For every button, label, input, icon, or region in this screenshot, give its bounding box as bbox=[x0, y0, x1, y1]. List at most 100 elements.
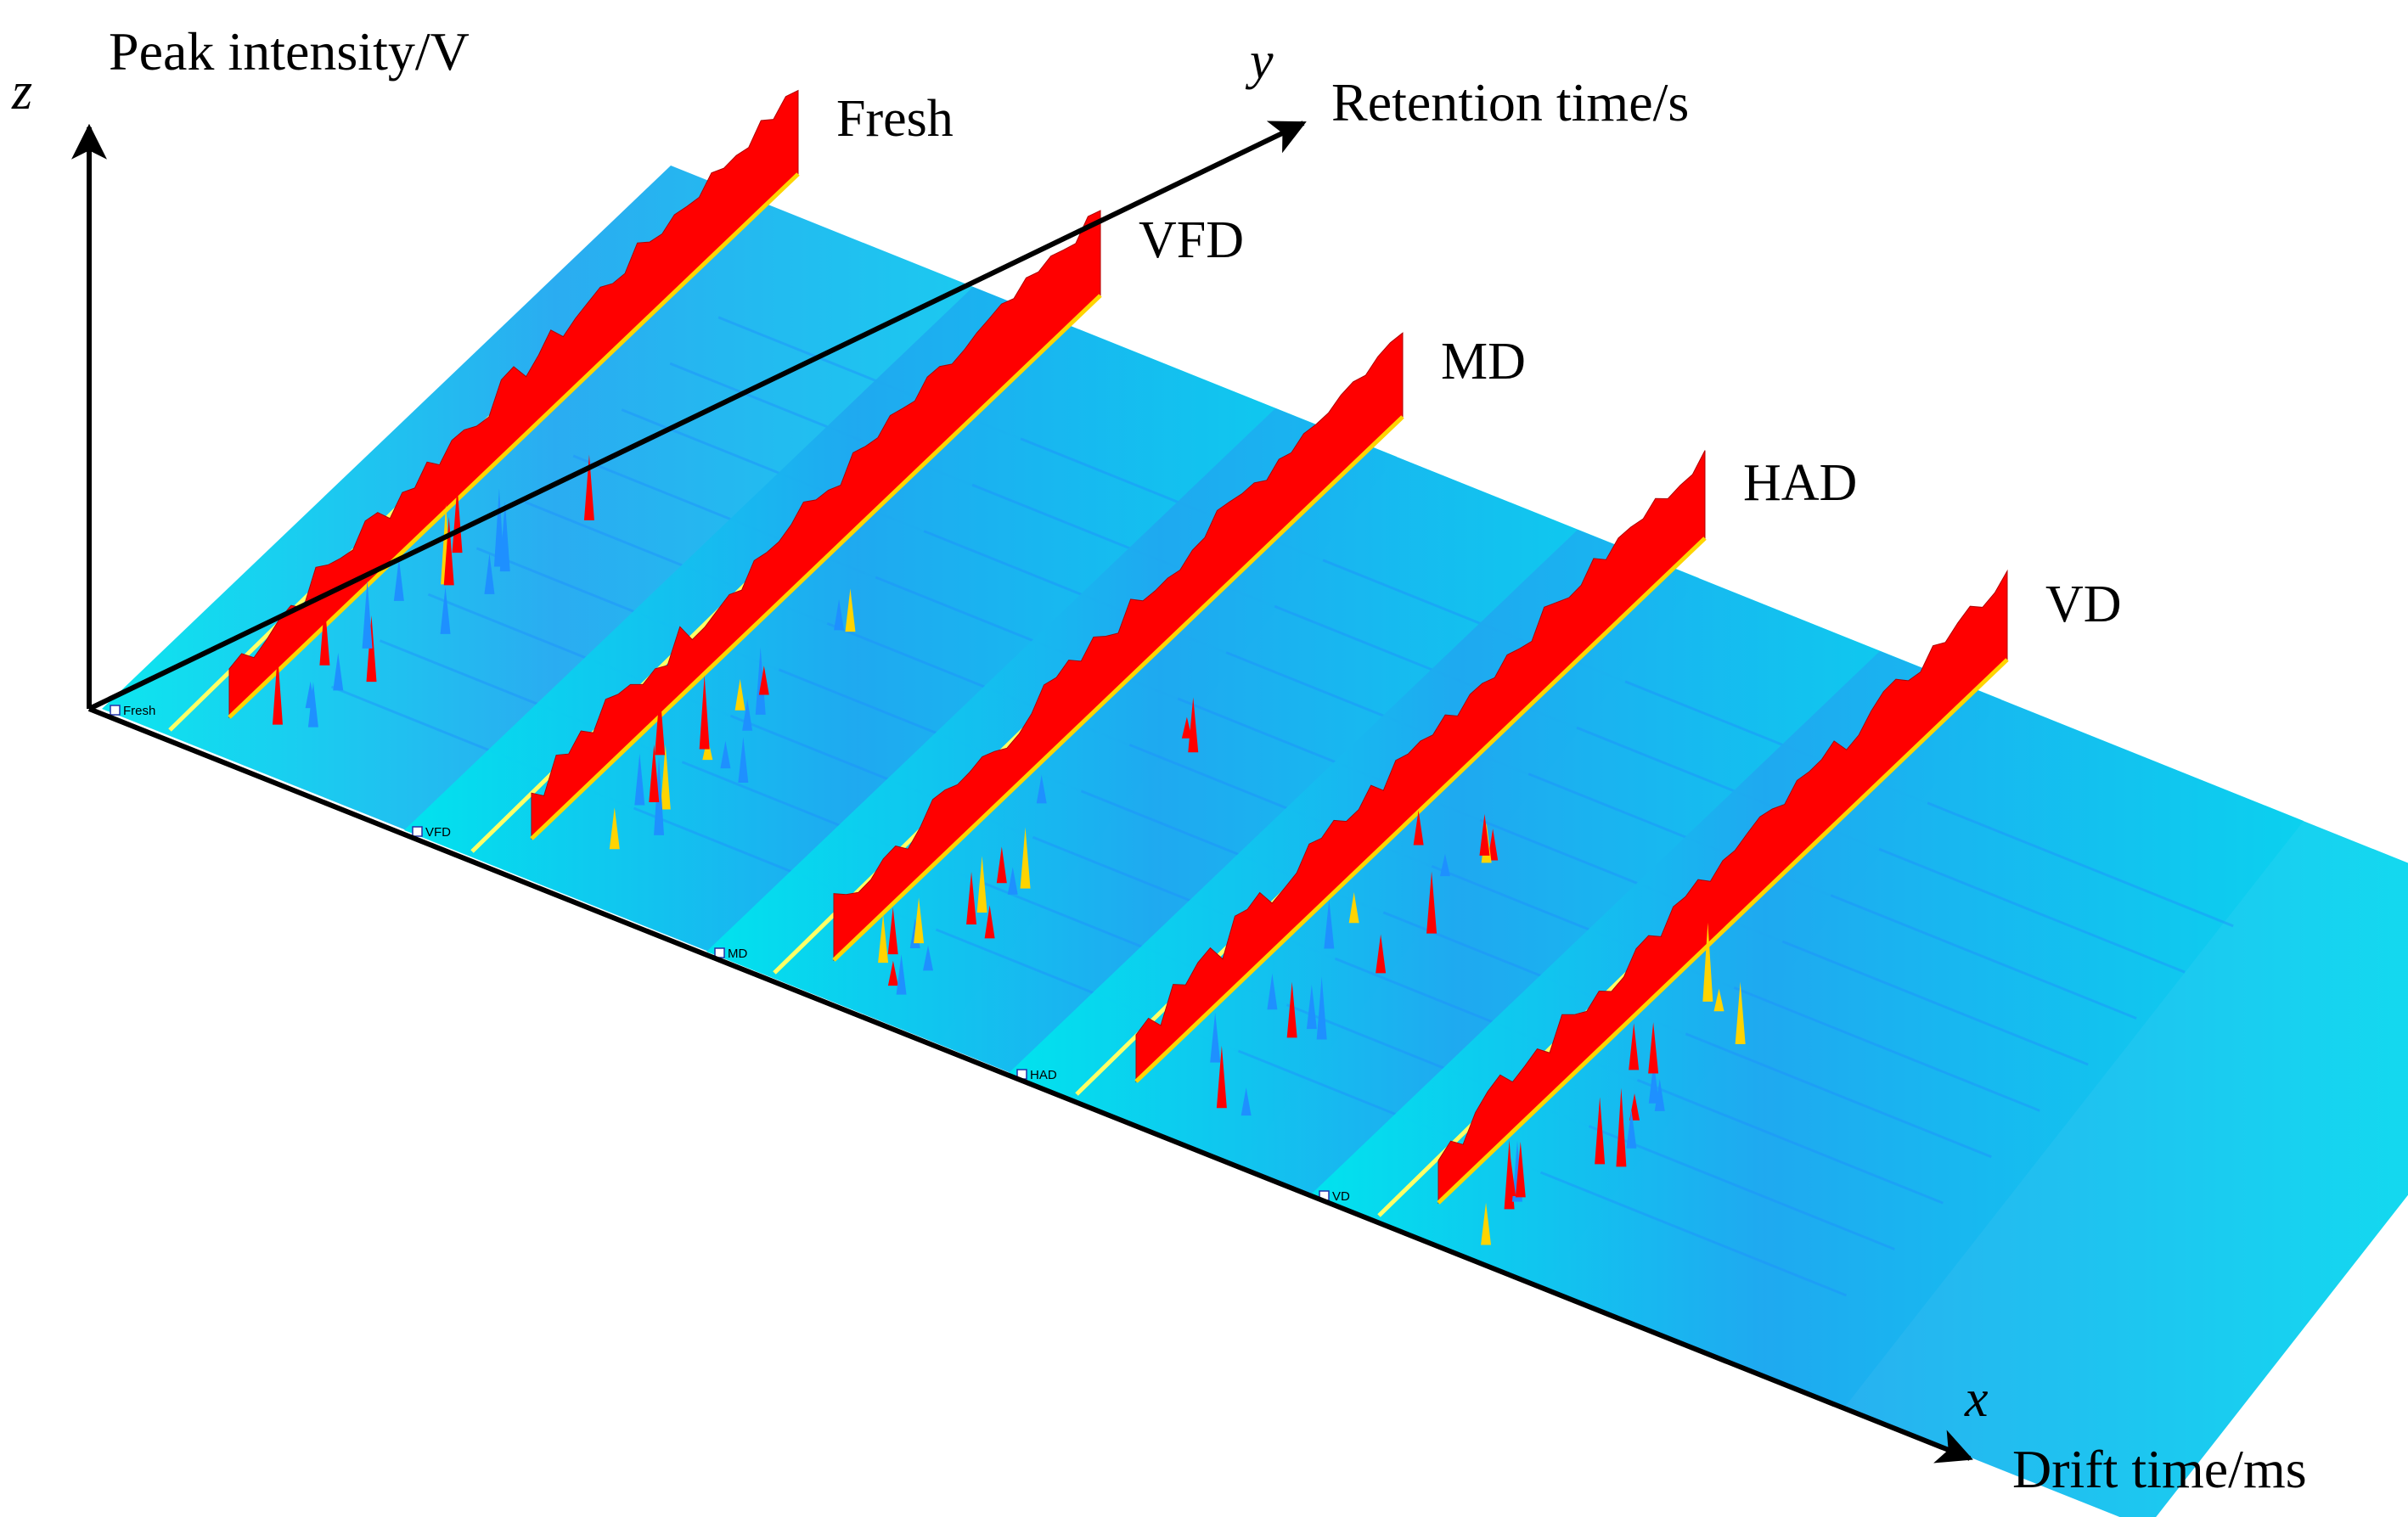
panel-tag-icon bbox=[110, 705, 121, 716]
plane-streak bbox=[1781, 940, 2089, 1066]
reactant-ion-peak bbox=[1135, 450, 1706, 1083]
signal-peak bbox=[649, 744, 660, 802]
signal-peak bbox=[914, 897, 925, 944]
plane-streak bbox=[1685, 1032, 1992, 1159]
signal-peak bbox=[1595, 1097, 1606, 1165]
reactant-ion-peak bbox=[228, 89, 799, 719]
signal-peak bbox=[996, 846, 1007, 884]
signal-peak bbox=[1306, 984, 1317, 1030]
signal-peak bbox=[923, 945, 934, 971]
ridge-base bbox=[832, 415, 1404, 962]
signal-peak bbox=[1267, 973, 1278, 1010]
y-axis-title: Retention time/s bbox=[1331, 72, 1689, 132]
signal-peak bbox=[1616, 1087, 1627, 1167]
signal-peak bbox=[1439, 853, 1450, 877]
signal-peak bbox=[443, 516, 454, 586]
x-axis-title: Drift time/ms bbox=[2012, 1439, 2307, 1499]
signal-peak bbox=[1181, 716, 1192, 739]
signal-peak bbox=[887, 907, 898, 955]
plane-streak bbox=[1830, 894, 2137, 1020]
signal-peak bbox=[1479, 813, 1490, 856]
z-axis-title: Peak intensity/V bbox=[109, 21, 470, 81]
panel-tag: MD bbox=[728, 947, 747, 961]
ridge-base bbox=[1437, 658, 2009, 1205]
signal-peak bbox=[1702, 922, 1713, 1002]
signal-peak bbox=[1488, 829, 1499, 861]
signal-peak bbox=[1188, 697, 1199, 753]
signal-peak bbox=[1316, 976, 1327, 1040]
signal-peak bbox=[1413, 810, 1424, 846]
signal-peak bbox=[834, 598, 845, 631]
signal-peak bbox=[1324, 899, 1335, 949]
signal-peak bbox=[887, 960, 898, 986]
signal-peak bbox=[1629, 1093, 1640, 1121]
signal-peak bbox=[1007, 867, 1018, 895]
signal-peak bbox=[654, 756, 665, 835]
signal-peak bbox=[755, 647, 766, 715]
ridge-base bbox=[530, 294, 1102, 840]
signal-peak bbox=[1241, 1087, 1252, 1116]
axes: z Peak intensity/V y Retention time/s x … bbox=[11, 21, 2307, 1499]
signal-peak bbox=[634, 753, 645, 806]
panel-tag: VD bbox=[1332, 1189, 1350, 1204]
signal-peak bbox=[845, 588, 856, 632]
signal-peak bbox=[660, 744, 671, 810]
signal-peak bbox=[319, 602, 330, 666]
signal-peak bbox=[484, 553, 495, 594]
plane-streak bbox=[1539, 1171, 1848, 1297]
signal-peak bbox=[452, 486, 463, 553]
signal-peak bbox=[742, 699, 753, 731]
signal-peak bbox=[984, 905, 995, 939]
signal-peak bbox=[699, 675, 710, 750]
plane-streak bbox=[1878, 847, 2186, 974]
panel-plane bbox=[1311, 651, 2408, 1517]
x-axis-line bbox=[87, 706, 1973, 1464]
signal-peak bbox=[1426, 871, 1437, 934]
signal-peak bbox=[655, 690, 666, 756]
signal-peak bbox=[1626, 1110, 1637, 1149]
signal-peak bbox=[1286, 981, 1297, 1038]
plane-streak bbox=[1588, 1125, 1896, 1250]
x-axis-letter: x bbox=[1964, 1370, 1989, 1428]
sample-label-fresh: Fresh bbox=[836, 90, 954, 148]
signal-peak bbox=[896, 954, 907, 995]
reactant-ion-peak bbox=[531, 210, 1101, 840]
signal-peak bbox=[272, 654, 283, 725]
signal-peak bbox=[1036, 774, 1047, 804]
plane-streak bbox=[1733, 986, 2040, 1112]
signal-peak bbox=[1505, 1159, 1516, 1197]
signal-peak bbox=[1735, 981, 1746, 1044]
signal-peak bbox=[366, 615, 377, 683]
signal-peak bbox=[878, 914, 889, 964]
signal-peak bbox=[362, 580, 373, 649]
signal-peak bbox=[583, 454, 594, 520]
panel-tag: VFD bbox=[425, 825, 451, 840]
signal-peak bbox=[1515, 1141, 1526, 1198]
signal-peak bbox=[1713, 988, 1724, 1012]
reactant-ion-peak bbox=[833, 332, 1404, 962]
signal-peak bbox=[1648, 1022, 1659, 1074]
signal-peak bbox=[758, 666, 769, 695]
signal-peak bbox=[720, 740, 731, 769]
signal-peak bbox=[734, 678, 745, 711]
signal-peak bbox=[1020, 827, 1031, 889]
y-axis-line bbox=[87, 121, 1307, 711]
signal-peak bbox=[1654, 1078, 1665, 1111]
reactant-ion-peak bbox=[1437, 569, 2008, 1205]
signal-peak bbox=[440, 587, 451, 634]
sample-label-had: HAD bbox=[1743, 454, 1857, 512]
signal-peak bbox=[1648, 1061, 1659, 1104]
panel-tag: HAD bbox=[1030, 1068, 1057, 1082]
plane-streak bbox=[1636, 1078, 1944, 1205]
signal-peak bbox=[393, 558, 404, 601]
signal-peak bbox=[1210, 1012, 1221, 1063]
signal-peak bbox=[609, 807, 620, 850]
y-axis-letter: y bbox=[1245, 32, 1274, 90]
signal-peak bbox=[333, 652, 344, 691]
signal-peak bbox=[976, 856, 987, 913]
panel-tag: Fresh bbox=[123, 704, 155, 718]
signal-peak bbox=[966, 872, 977, 925]
panel-tag-icon bbox=[412, 826, 423, 837]
ridge-base bbox=[1134, 537, 1707, 1083]
